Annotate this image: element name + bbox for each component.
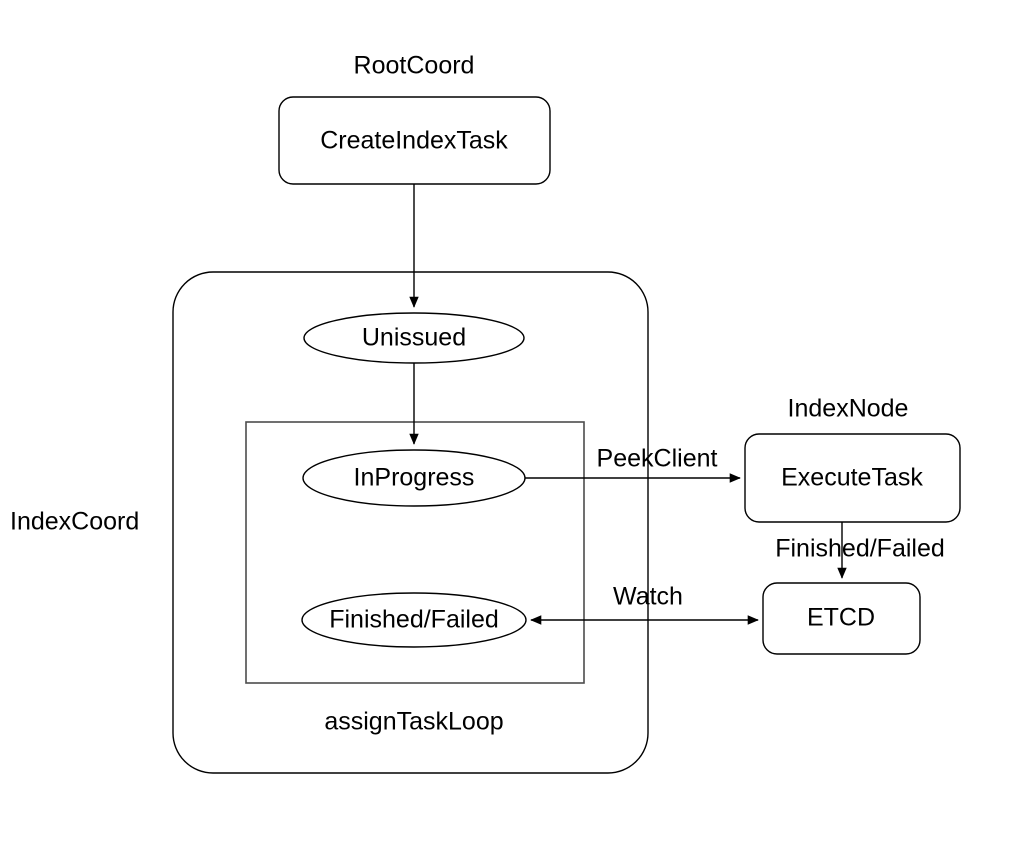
indexnode-label: IndexNode [788, 395, 909, 423]
in-progress-ellipse[interactable] [302, 449, 526, 507]
edge-label-finished-failed: Finished/Failed [775, 535, 945, 563]
group-label-assigntaskloop: assignTaskLoop [324, 708, 503, 736]
node-execute-task[interactable]: ExecuteTask [744, 433, 961, 523]
indexcoord-boundary [172, 271, 649, 774]
etcd-box[interactable] [762, 582, 921, 655]
node-etcd[interactable]: ETCD [762, 582, 921, 655]
container-assigntaskloop [245, 421, 585, 684]
execute-task-box[interactable] [744, 433, 961, 523]
create-index-task-label: CreateIndexTask [320, 127, 508, 155]
peekclient-label: PeekClient [597, 445, 718, 473]
group-label-rootcoord: RootCoord [354, 52, 475, 80]
create-index-task-box[interactable] [278, 96, 551, 185]
in-progress-label: InProgress [354, 464, 475, 492]
unissued-label: Unissued [362, 324, 466, 352]
finished-failed-ellipse[interactable] [301, 592, 527, 648]
finished-failed-label: Finished/Failed [329, 606, 499, 634]
etcd-label: ETCD [807, 604, 875, 632]
indexcoord-label: IndexCoord [10, 508, 139, 536]
assigntaskloop-label: assignTaskLoop [324, 708, 503, 736]
assigntaskloop-boundary [245, 421, 585, 684]
edge-label-watch: Watch [613, 583, 683, 611]
group-label-indexnode: IndexNode [788, 395, 909, 423]
container-indexcoord [172, 271, 649, 774]
node-in-progress[interactable]: InProgress [302, 449, 526, 507]
watch-label: Watch [613, 583, 683, 611]
unissued-ellipse[interactable] [303, 312, 525, 364]
node-unissued[interactable]: Unissued [303, 312, 525, 364]
edge-label-peekclient: PeekClient [597, 445, 718, 473]
finished-failed-edge-label: Finished/Failed [775, 535, 945, 563]
rootcoord-label: RootCoord [354, 52, 475, 80]
node-finished-failed[interactable]: Finished/Failed [301, 592, 527, 648]
execute-task-label: ExecuteTask [781, 464, 923, 492]
group-label-indexcoord: IndexCoord [10, 508, 139, 536]
node-create-index-task[interactable]: CreateIndexTask [278, 96, 551, 185]
